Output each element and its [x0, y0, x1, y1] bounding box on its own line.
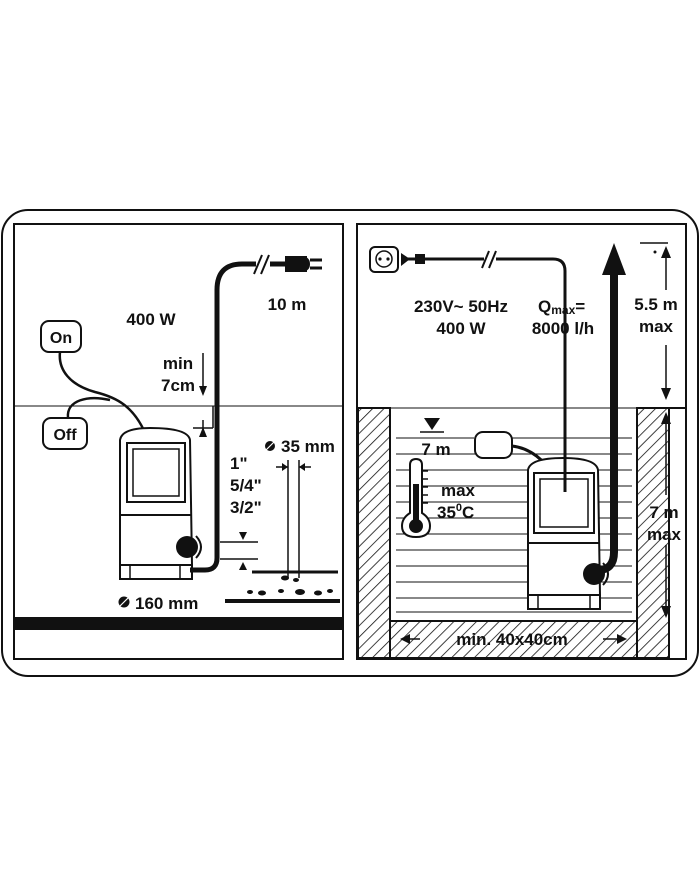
pit-width-dimension	[400, 634, 627, 644]
particle-size-label: 35 mm	[281, 437, 335, 456]
hose-size-1-label: 1"	[230, 454, 248, 473]
pump-diameter-label: 160 mm	[135, 594, 198, 613]
cable-length-label: 10 m	[268, 295, 307, 314]
min-value-label: 7cm	[161, 376, 195, 395]
voltage-label: 230V~ 50Hz	[414, 297, 508, 316]
head-max-label: max	[639, 317, 674, 336]
immersion-dimension	[661, 412, 671, 618]
plug-icon	[285, 256, 322, 272]
on-off-switch-icon	[40, 320, 150, 450]
hose-size-2-label: 5/4"	[230, 476, 262, 495]
immersion-value-label: 7 m	[649, 503, 678, 522]
qmax-label: Qmax=	[538, 297, 585, 317]
right-panel: 230V~ 50Hz 400 W Qmax= 8000 l/h 5.5 m ma…	[356, 223, 687, 660]
hose-size-3-label: 3/2"	[230, 498, 262, 517]
min-label: min	[163, 354, 193, 373]
immersion-max-label: max	[647, 525, 682, 544]
temp-value-label: 350C	[437, 502, 474, 522]
off-label: Off	[53, 427, 77, 444]
right-panel-frame	[356, 223, 687, 660]
pump-right	[527, 456, 609, 610]
floor-slab	[15, 617, 342, 630]
pit-size-label: min. 40x40cm	[456, 630, 568, 649]
particle-size-marker	[265, 441, 311, 578]
sediment-ground	[225, 570, 340, 603]
power-label-right: 400 W	[436, 319, 486, 338]
flow-label: 8000 l/h	[532, 319, 594, 338]
pit-wall-left	[357, 407, 391, 659]
temp-max-label: max	[441, 481, 476, 500]
power-cable	[425, 250, 567, 492]
pit-floor	[389, 620, 638, 659]
socket-icon	[369, 246, 425, 273]
depth-marker	[420, 418, 444, 433]
pump-icon	[119, 254, 285, 580]
on-label: On	[50, 330, 72, 347]
min-level-marker	[193, 353, 214, 437]
power-label: 400 W	[126, 310, 176, 329]
depth-label: 7 m	[421, 440, 450, 459]
head-value-label: 5.5 m	[634, 295, 677, 314]
thermometer-icon	[400, 457, 432, 539]
on-box	[40, 320, 82, 353]
head-dimension	[640, 242, 671, 400]
off-box	[42, 417, 88, 450]
pit-wall-right	[636, 407, 670, 659]
left-panel: On Off 400 W 10 m min 7cm 35 mm 1" 5/4" …	[13, 223, 344, 660]
hose-size-marker	[220, 532, 258, 570]
pump-diameter-icon	[118, 596, 130, 608]
